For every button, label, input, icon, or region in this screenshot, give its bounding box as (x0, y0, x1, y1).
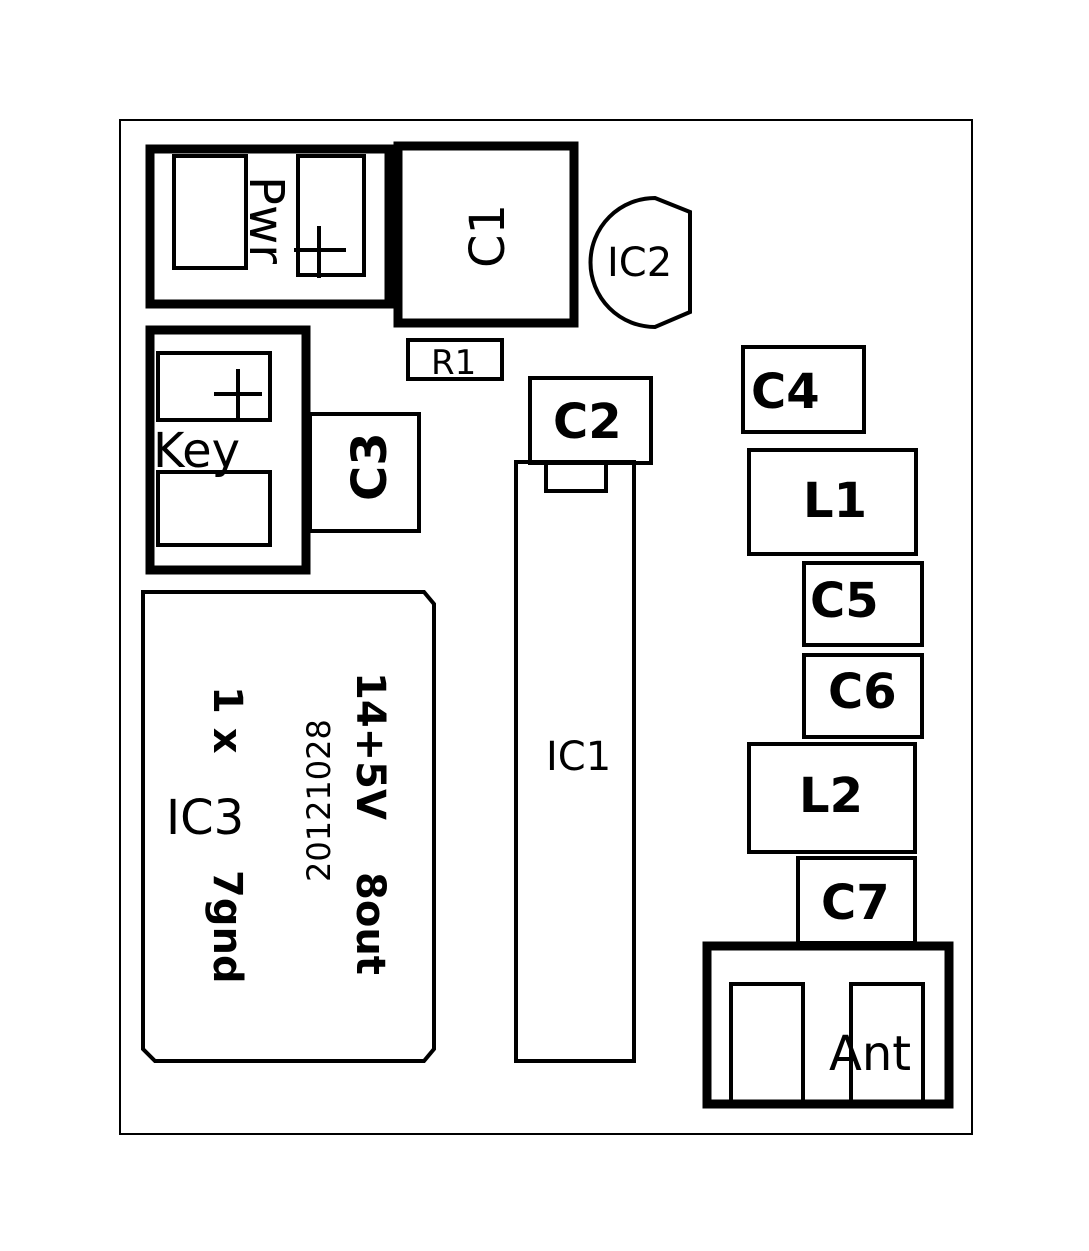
ic3-line3: 7gnd (204, 870, 250, 984)
ant-connector: Ant (702, 941, 954, 1109)
board-outline (119, 119, 973, 1135)
ic1-component: IC1 (514, 460, 636, 1063)
ic2-label: IC2 (607, 240, 672, 286)
l1-label: L1 (803, 473, 867, 529)
ic3-date: 20121028 (300, 719, 338, 882)
ant-label: Ant (829, 1026, 911, 1082)
key-connector: Key (145, 325, 311, 575)
ic3-pin8: 8out (347, 872, 393, 975)
ic1-label: IC1 (546, 734, 611, 780)
ic3-pin14: 14+5V (347, 672, 393, 820)
c2-label: C2 (553, 394, 622, 450)
c7-label: C7 (821, 875, 890, 931)
ic2-component: IC2 (588, 195, 692, 330)
l2-label: L2 (799, 768, 863, 824)
l2-component: L2 (747, 742, 917, 854)
c3-component: C3 (308, 412, 421, 533)
r1-label: R1 (431, 343, 476, 383)
ic3-module: 1 x IC3 7gnd 20121028 14+5V 8out (141, 590, 436, 1063)
c5-label: C5 (810, 573, 879, 629)
c7-component: C7 (796, 856, 917, 945)
c4-component: C4 (741, 345, 866, 434)
c6-label: C6 (828, 664, 897, 720)
key-label: Key (153, 423, 240, 479)
c2-component: C2 (528, 376, 653, 465)
ic3-line2: IC3 (166, 790, 244, 846)
c1-component: C1 (393, 141, 579, 328)
r1-component: R1 (406, 338, 504, 383)
pwr-label: Pwr (238, 176, 294, 264)
c5-component: C5 (802, 561, 924, 647)
c3-label: C3 (342, 432, 398, 501)
ic3-line1: 1 x (204, 686, 250, 754)
c4-label: C4 (751, 364, 820, 420)
c6-component: C6 (802, 653, 924, 739)
c1-label: C1 (460, 204, 516, 268)
pwr-connector: Pwr (145, 144, 394, 309)
l1-component: L1 (747, 448, 918, 556)
